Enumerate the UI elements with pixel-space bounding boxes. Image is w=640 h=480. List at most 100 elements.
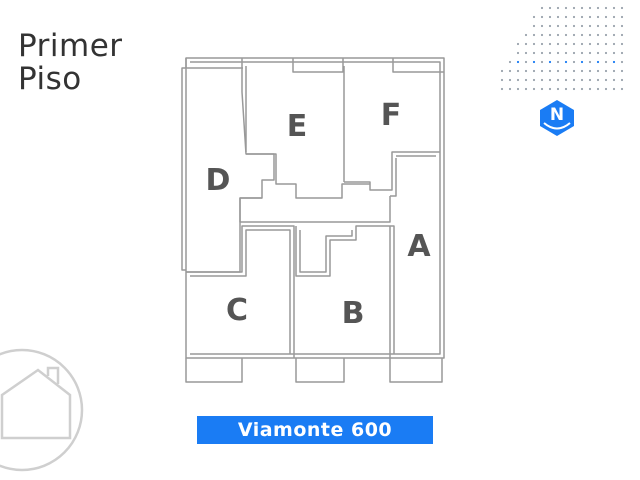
decoration-dot [612,69,616,73]
decoration-dot [620,15,624,19]
decoration-dot [572,78,576,82]
decoration-dot [588,51,592,55]
decoration-dot [620,51,624,55]
decoration-dot [564,69,568,73]
decoration-dot [532,78,536,82]
decoration-dot [612,87,616,91]
decoration-dot [604,87,608,91]
brand-logo: N [540,100,574,136]
decoration-dot [620,60,624,64]
decoration-dot [620,42,624,46]
decoration-dot [564,51,568,55]
decoration-dot [532,42,536,46]
decoration-dot [596,78,600,82]
decoration-dot [596,15,600,19]
unit-label-c: C [226,293,248,328]
decoration-dot [524,33,528,37]
decoration-dot [548,60,552,64]
decoration-dot [604,24,608,28]
decoration-dot [516,87,520,91]
decoration-dot [604,33,608,37]
floor-title: Primer Piso [18,30,123,96]
decoration-dot [556,51,560,55]
decoration-dot [596,33,600,37]
decoration-dot [580,51,584,55]
decoration-dot [620,87,624,91]
dot-grid-decoration [500,6,624,91]
decoration-dot [556,60,560,64]
decoration-dot [508,87,512,91]
decoration-dot [524,87,528,91]
decoration-dot [540,87,544,91]
decoration-dot [580,69,584,73]
decoration-dot [516,51,520,55]
decoration-dot [532,33,536,37]
address-banner: Viamonte 600 [197,416,433,444]
decoration-dot [588,60,592,64]
house-icon [0,348,84,472]
decoration-dot [540,60,544,64]
decoration-dot [508,69,512,73]
decoration-dot [596,42,600,46]
decoration-dot [500,78,504,82]
decoration-dot [580,33,584,37]
decoration-dot [532,60,536,64]
decoration-dot [548,33,552,37]
decoration-dot [612,78,616,82]
unit-label-a: A [407,229,431,264]
decoration-dot [564,24,568,28]
decoration-dot [540,69,544,73]
decoration-dot [556,87,560,91]
decoration-dot [580,6,584,10]
decoration-dot [604,69,608,73]
decoration-dot [620,24,624,28]
decoration-dot [572,87,576,91]
decoration-dot [548,6,552,10]
decoration-dot [532,15,536,19]
decoration-dot [596,87,600,91]
decoration-dot [572,42,576,46]
decoration-dot [556,6,560,10]
decoration-dot [548,15,552,19]
decoration-dot [572,6,576,10]
decoration-dot [572,15,576,19]
decoration-dot [596,60,600,64]
decoration-dot [564,87,568,91]
decoration-dot [548,69,552,73]
decoration-dot [572,24,576,28]
decoration-dot [588,87,592,91]
decoration-dot [572,60,576,64]
decoration-dot [524,60,528,64]
decoration-dot [532,69,536,73]
decoration-dot [620,6,624,10]
decoration-dot [532,51,536,55]
decoration-dot [540,6,544,10]
decoration-dot [556,24,560,28]
decoration-dot [612,15,616,19]
decoration-dot [580,87,584,91]
walls [181,57,445,383]
decoration-dot [540,33,544,37]
decoration-dot [564,60,568,64]
decoration-dot [604,42,608,46]
decoration-dot [516,60,520,64]
decoration-dot [588,78,592,82]
unit-label-d: D [206,163,231,198]
decoration-dot [524,78,528,82]
decoration-dot [548,51,552,55]
decoration-dot [500,69,504,73]
decoration-dot [588,24,592,28]
decoration-dot [556,69,560,73]
decoration-dot [612,24,616,28]
decoration-dot [564,15,568,19]
decoration-dot [516,78,520,82]
decoration-dot [540,51,544,55]
decoration-dot [588,6,592,10]
decoration-dot [620,33,624,37]
decoration-dot [588,69,592,73]
decoration-dot [564,78,568,82]
decoration-dot [596,51,600,55]
decoration-dot [540,24,544,28]
decoration-dot [596,24,600,28]
